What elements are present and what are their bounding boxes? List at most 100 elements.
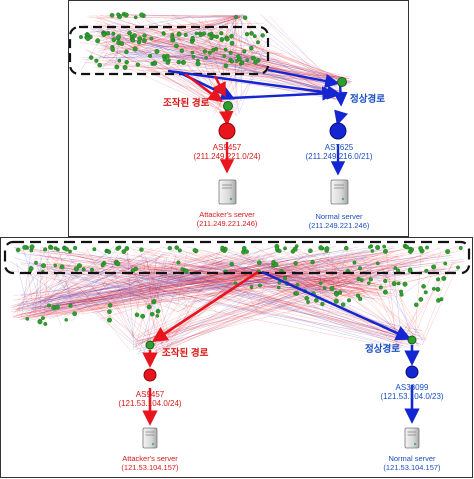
- bottom-background-link: [14, 256, 223, 310]
- bottom-background-link: [257, 266, 421, 305]
- top-background-link: [149, 43, 230, 68]
- bottom-background-link: [316, 260, 401, 285]
- top-attacker-server-icon: [218, 179, 237, 205]
- bottom-background-link: [154, 262, 398, 340]
- bottom-background-link: [68, 254, 333, 298]
- bottom-background-link: [145, 254, 341, 349]
- top-background-node: [245, 58, 250, 62]
- bottom-background-link: [127, 252, 135, 351]
- top-background-link: [159, 20, 343, 84]
- bottom-background-link: [177, 251, 188, 303]
- bottom-background-node: [306, 300, 310, 304]
- bottom-background-link: [14, 257, 161, 303]
- top-background-link: [221, 23, 336, 100]
- bottom-background-link: [101, 266, 144, 309]
- bottom-background-node: [409, 247, 415, 252]
- top-background-link: [129, 14, 242, 17]
- bottom-background-link: [27, 251, 393, 300]
- bottom-background-link: [289, 246, 367, 282]
- bottom-background-link: [169, 266, 418, 343]
- top-background-link: [80, 32, 106, 71]
- bottom-background-node: [431, 264, 437, 270]
- top-panel-frame: [68, 0, 409, 237]
- bottom-background-link: [199, 266, 234, 292]
- bottom-background-node: [382, 244, 387, 249]
- top-background-link: [138, 15, 192, 27]
- top-background-link: [127, 22, 263, 61]
- bottom-background-node: [320, 301, 325, 307]
- bottom-background-node: [414, 302, 419, 307]
- bottom-background-node: [333, 298, 339, 304]
- bottom-background-link: [166, 246, 459, 348]
- top-background-link: [150, 53, 273, 57]
- bottom-background-link: [139, 261, 463, 341]
- bottom-background-node: [370, 249, 375, 253]
- top-core-highlight-box: [68, 25, 270, 76]
- bottom-background-link: [132, 248, 366, 291]
- top-background-node: [139, 12, 145, 18]
- top-background-link: [177, 15, 236, 67]
- top-background-node: [162, 57, 167, 62]
- bottom-background-link: [42, 248, 164, 319]
- bottom-background-link: [146, 266, 334, 284]
- bottom-background-link: [329, 260, 424, 289]
- bottom-background-link: [10, 255, 378, 313]
- bottom-background-link: [17, 250, 227, 304]
- bottom-background-node: [37, 319, 43, 325]
- top-background-node: [194, 31, 199, 36]
- bottom-background-node: [167, 246, 172, 251]
- top-background-node: [152, 61, 157, 66]
- top-background-link: [131, 17, 245, 59]
- bottom-background-link: [52, 250, 166, 355]
- bottom-background-node: [40, 316, 45, 321]
- top-background-link: [151, 28, 242, 62]
- bottom-background-link: [151, 270, 411, 339]
- top-background-node: [132, 46, 138, 52]
- bottom-background-link: [16, 263, 29, 308]
- bottom-background-link: [131, 264, 339, 286]
- bottom-background-link: [41, 261, 223, 300]
- bottom-background-link: [174, 256, 422, 345]
- top-background-node: [85, 35, 91, 42]
- top-background-link: [130, 13, 219, 114]
- top-background-link: [111, 38, 334, 80]
- bottom-background-node: [396, 281, 401, 286]
- bottom-background-link: [24, 254, 157, 313]
- bottom-background-node: [382, 289, 388, 295]
- bottom-background-link: [28, 249, 378, 285]
- top-background-link: [106, 23, 226, 115]
- bottom-background-link: [322, 253, 401, 336]
- bottom-background-node: [283, 276, 288, 281]
- bottom-background-link: [304, 260, 321, 291]
- top-background-node: [183, 32, 188, 37]
- bottom-background-link: [62, 249, 144, 349]
- bottom-background-link: [20, 251, 137, 348]
- bottom-background-link: [87, 256, 146, 302]
- bottom-background-link: [187, 257, 366, 294]
- bottom-background-node: [220, 245, 225, 250]
- bottom-background-link: [39, 264, 421, 347]
- bottom-attacker-server-icon: [142, 427, 158, 449]
- top-background-link: [168, 28, 338, 98]
- top-background-link: [248, 33, 337, 78]
- bottom-background-link: [349, 249, 408, 339]
- bottom-background-link: [53, 263, 262, 293]
- bottom-background-link: [58, 249, 73, 306]
- top-background-link: [191, 17, 336, 86]
- bottom-background-link: [155, 253, 405, 351]
- bottom-background-node: [418, 245, 424, 251]
- bottom-background-link: [27, 251, 175, 307]
- top-background-node: [249, 45, 254, 51]
- top-background-node: [242, 15, 248, 20]
- top-background-link: [149, 18, 212, 62]
- bottom-background-link: [21, 258, 252, 319]
- bottom-background-link: [171, 254, 321, 284]
- bottom-background-node: [155, 308, 161, 314]
- top-background-node: [228, 50, 233, 55]
- top-background-node: [202, 49, 208, 54]
- bottom-background-link: [15, 256, 161, 310]
- top-background-link: [145, 27, 340, 94]
- top-background-link: [88, 40, 343, 92]
- bottom-background-link: [64, 264, 404, 339]
- top-background-link: [224, 25, 267, 62]
